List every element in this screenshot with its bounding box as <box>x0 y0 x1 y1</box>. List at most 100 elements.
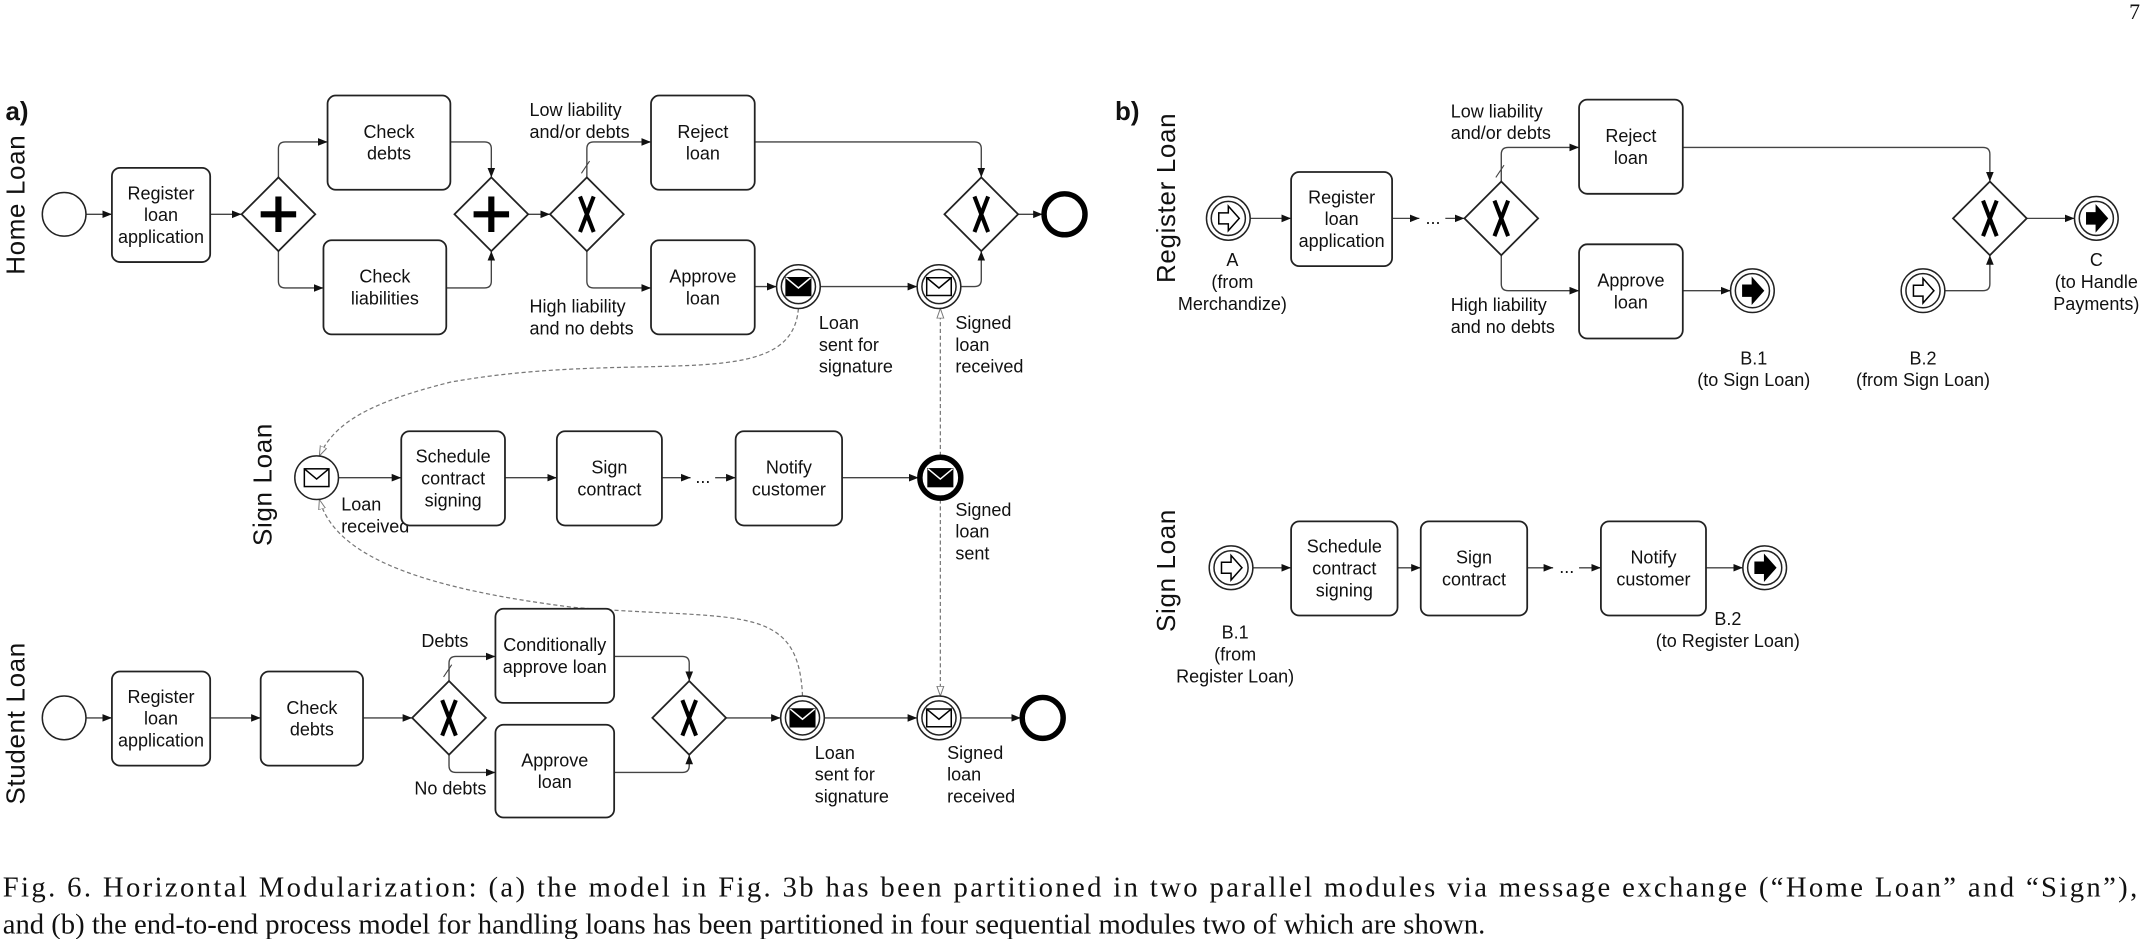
b-start-link-b2 <box>1900 268 1946 314</box>
exclusive-x-icon <box>440 699 458 737</box>
b-label-b1-from-register-loan-line: (from <box>1214 645 1256 665</box>
sign-label-loan-received-line: Loan <box>341 494 381 514</box>
sequence-flow <box>1944 255 1994 292</box>
home-task-register-loan-application-label: loan <box>144 205 178 225</box>
link-arrow-icon <box>1742 276 1765 305</box>
sign-label-signed-loan-sent-line: Signed <box>955 500 1011 520</box>
b-label-b2-from-sign-loan: B.2(from Sign Loan) <box>1856 348 1990 390</box>
lane-label-home-loan: Home Loan <box>3 135 31 275</box>
home-label-signed-loan-received-line: Signed <box>955 313 1011 333</box>
b-task-schedule-contract-signing-label: signing <box>1316 580 1373 600</box>
sign-task-schedule-contract-signing-label: Schedule <box>416 447 491 467</box>
sign-task-notify-customer-label: Notify <box>766 458 812 478</box>
link-arrow-icon <box>1220 553 1243 583</box>
b-label-c-to-handle-payments-line: C <box>2090 250 2103 270</box>
lane-label-sign-loan-b: Sign Loan <box>1153 509 1181 632</box>
sign-task-sign-contract-label: Sign <box>591 458 627 478</box>
home-task-register-loan-application-shape <box>111 166 212 263</box>
lane-label-sign-loan: Sign Loan <box>250 423 278 546</box>
sequence-flow <box>614 754 694 774</box>
panel-a-label: a) <box>5 98 28 126</box>
home-label-loan-sent-line: Loan <box>819 313 859 333</box>
sign-task-sign-contract-label: contract <box>577 479 641 499</box>
home-condition-low-liability-line: Low liability <box>530 100 622 120</box>
default-flow-marker <box>1495 164 1505 178</box>
student-label-loan-sent-line: sent for <box>815 765 875 785</box>
sign-ellipsis: ... <box>695 467 710 487</box>
student-task-conditionally-approve-loan-label: Conditionally <box>503 635 606 655</box>
home-end-event <box>1041 191 1088 238</box>
student-task-register-loan-application-label: loan <box>144 709 178 729</box>
b-task-notify-customer-shape <box>1600 520 1707 617</box>
home-task-check-debts-label: debts <box>367 144 411 164</box>
b-label-a-from-merchandize-line: A <box>1226 250 1238 270</box>
b-label-b1-from-register-loan-line: B.1 <box>1222 623 1249 643</box>
home-parallel-join-gateway <box>453 176 530 253</box>
b-task-schedule-contract-signing-label: Schedule <box>1307 537 1382 557</box>
b-label-b1-to-sign-loan: B.1(to Sign Loan) <box>1697 348 1810 390</box>
b-sign-end-link-b2 <box>1742 545 1788 591</box>
sequence-flow <box>446 251 496 289</box>
home-task-register-loan-application-label: application <box>118 227 204 247</box>
b-task-register-loan-application-shape <box>1290 171 1393 268</box>
b-label-b1-to-sign-loan-line: (to Sign Loan) <box>1697 370 1810 390</box>
home-task-register-loan-application-label: Register <box>128 183 195 203</box>
student-task-register-loan-application-label: application <box>118 731 204 751</box>
sign-end-message-event <box>917 454 964 501</box>
student-task-conditionally-approve-loan-shape <box>494 607 616 704</box>
sequence-flow <box>960 251 986 288</box>
student-condition-debts: Debts <box>421 631 468 651</box>
home-label-loan-sent-line: signature <box>819 357 893 377</box>
student-label-signed-loan-received-line: loan <box>947 765 981 785</box>
b-task-sign-contract-label: contract <box>1442 570 1506 590</box>
b-label-c-to-handle-payments-line: Payments) <box>2053 294 2139 314</box>
b-label-a-from-merchandize-line: Merchandize) <box>1178 294 1287 314</box>
home-parallel-split-gateway <box>240 176 317 253</box>
b-condition-high-liability-line: High liability <box>1451 295 1547 315</box>
b-exclusive-join-gateway <box>1951 180 2028 257</box>
sequence-flow <box>448 652 496 682</box>
student-task-approve-loan-shape <box>494 723 616 819</box>
b-end-link-c <box>2073 195 2119 241</box>
sign-start-message-event <box>294 455 340 501</box>
student-label-loan-sent-line: Loan <box>815 743 855 763</box>
sign-label-loan-received-line: received <box>341 516 409 536</box>
b-task-reject-loan-label: Reject <box>1605 126 1656 146</box>
student-label-loan-sent-line: signature <box>815 787 889 807</box>
student-task-check-debts-label: Check <box>286 698 338 718</box>
b-task-sign-contract-label: Sign <box>1456 548 1492 568</box>
sequence-flow <box>586 138 652 178</box>
home-start-event <box>41 191 87 237</box>
sequence-flow <box>614 655 694 682</box>
student-task-check-debts-label: debts <box>290 720 334 740</box>
b-label-b2-to-register-loan-line: B.2 <box>1714 609 1741 629</box>
sequence-flow <box>450 141 496 178</box>
home-label-signed-loan-received-line: received <box>955 357 1023 377</box>
home-condition-high-liability-line: High liability <box>530 297 626 317</box>
student-task-check-debts-shape <box>259 670 364 767</box>
b-end-link-b1 <box>1729 268 1775 314</box>
b-register-ellipsis: ... <box>1426 208 1441 228</box>
b-task-reject-loan-label: loan <box>1614 148 1648 168</box>
student-task-conditionally-approve-loan-label: approve loan <box>503 657 607 677</box>
